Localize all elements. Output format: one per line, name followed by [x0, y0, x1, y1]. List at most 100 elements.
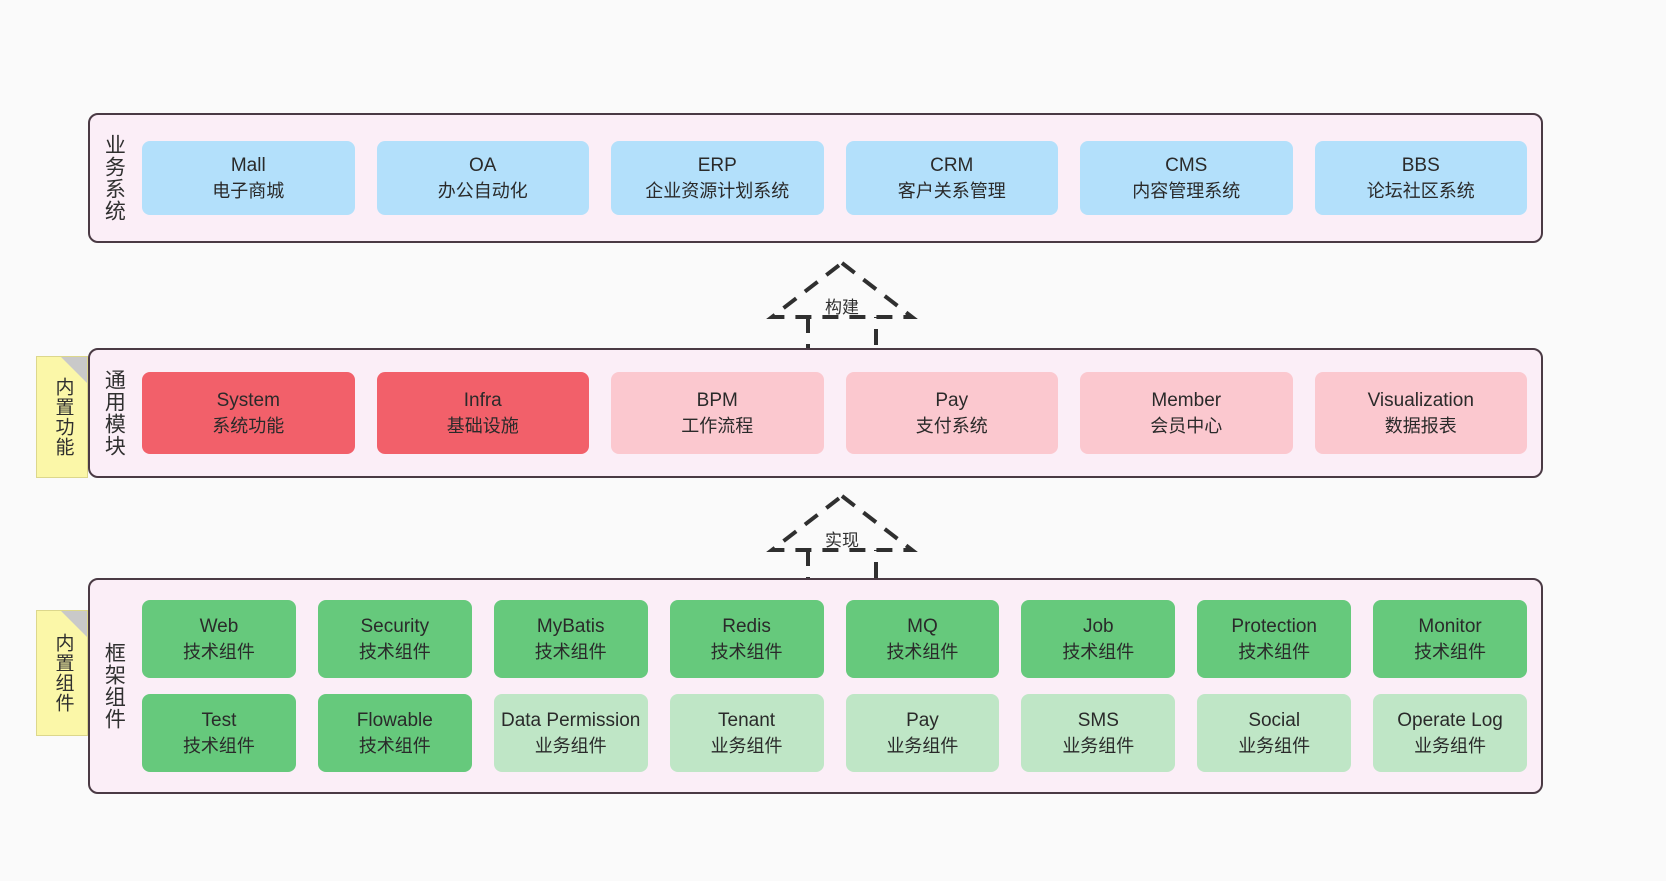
layer-common-module: 通用模块 System 系统功能 Infra 基础设施 BPM 工作流程 Pay… [88, 348, 1543, 478]
card-mq[interactable]: MQ 技术组件 [845, 600, 1000, 678]
card-member[interactable]: Member 会员中心 [1080, 372, 1293, 454]
card-pay[interactable]: Pay 支付系统 [845, 372, 1058, 454]
card-title: Security [360, 616, 430, 638]
card-data-permission[interactable]: Data Permission 业务组件 [493, 694, 648, 772]
card-mall[interactable]: Mall 电子商城 [142, 141, 355, 215]
connector-label: 构建 [825, 298, 859, 317]
connector-label: 实现 [825, 531, 859, 550]
card-title: Visualization [1367, 390, 1474, 412]
card-subtitle: 数据报表 [1384, 415, 1457, 436]
card-title: Operate Log [1397, 710, 1503, 732]
card-title: Test [201, 710, 237, 732]
card-subtitle: 企业资源计划系统 [645, 180, 790, 201]
card-subtitle: 业务组件 [1062, 735, 1135, 756]
layer-title-framework-component: 框架组件 [102, 642, 126, 730]
card-subtitle: 办公自动化 [437, 180, 528, 201]
card-subtitle: 技术组件 [1238, 641, 1311, 662]
card-subtitle: 系统功能 [212, 415, 285, 436]
card-system[interactable]: System 系统功能 [142, 372, 355, 454]
card-subtitle: 技术组件 [182, 641, 255, 662]
card-visualization[interactable]: Visualization 数据报表 [1314, 372, 1527, 454]
connector-build: 构建 [752, 255, 932, 355]
card-subtitle: 技术组件 [1062, 641, 1135, 662]
card-monitor[interactable]: Monitor 技术组件 [1373, 600, 1527, 678]
card-social[interactable]: Social 业务组件 [1197, 694, 1352, 772]
card-cms[interactable]: CMS 内容管理系统 [1080, 141, 1293, 215]
layer-body-framework-component: Web 技术组件 Security 技术组件 MyBatis 技术组件 Redi… [136, 580, 1541, 792]
card-title: Web [199, 616, 239, 638]
connector-implement: 实现 [752, 488, 932, 588]
card-test[interactable]: Test 技术组件 [142, 694, 296, 772]
card-subtitle: 工作流程 [681, 415, 754, 436]
card-title: BPM [696, 390, 738, 412]
card-erp[interactable]: ERP 企业资源计划系统 [611, 141, 824, 215]
card-subtitle: 业务组件 [710, 735, 783, 756]
card-title: Job [1082, 616, 1114, 638]
card-title: ERP [697, 155, 737, 177]
card-title: Member [1151, 390, 1222, 412]
card-subtitle: 技术组件 [1414, 641, 1487, 662]
card-title: Flowable [356, 710, 433, 732]
card-flowable[interactable]: Flowable 技术组件 [317, 694, 472, 772]
card-subtitle: 技术组件 [710, 641, 783, 662]
card-row: Mall 电子商城 OA 办公自动化 ERP 企业资源计划系统 CRM 客户关系… [142, 141, 1527, 215]
card-subtitle: 业务组件 [886, 735, 959, 756]
card-subtitle: 客户关系管理 [897, 180, 1006, 201]
card-subtitle: 论坛社区系统 [1366, 180, 1475, 201]
card-web[interactable]: Web 技术组件 [142, 600, 296, 678]
card-subtitle: 技术组件 [358, 735, 431, 756]
card-redis[interactable]: Redis 技术组件 [669, 600, 824, 678]
layer-body-common-module: System 系统功能 Infra 基础设施 BPM 工作流程 Pay 支付系统… [136, 350, 1541, 476]
card-subtitle: 技术组件 [886, 641, 959, 662]
card-pay-business[interactable]: Pay 业务组件 [845, 694, 1000, 772]
card-title: SMS [1077, 710, 1119, 732]
card-subtitle: 业务组件 [534, 735, 607, 756]
card-row: System 系统功能 Infra 基础设施 BPM 工作流程 Pay 支付系统… [142, 372, 1527, 454]
card-tenant[interactable]: Tenant 业务组件 [669, 694, 824, 772]
card-subtitle: 基础设施 [446, 415, 519, 436]
card-subtitle: 业务组件 [1238, 735, 1311, 756]
card-title: Mall [230, 155, 266, 177]
card-crm[interactable]: CRM 客户关系管理 [845, 141, 1058, 215]
card-subtitle: 技术组件 [182, 735, 255, 756]
card-title: Data Permission [500, 710, 641, 732]
card-subtitle: 技术组件 [358, 641, 431, 662]
card-subtitle: 技术组件 [534, 641, 607, 662]
card-title: MQ [907, 616, 938, 638]
note-builtin-component: 内置组件 [36, 610, 88, 736]
card-title: Pay [906, 710, 939, 732]
card-title: MyBatis [536, 616, 605, 638]
layer-title-common-module: 通用模块 [102, 369, 126, 457]
card-title: System [216, 390, 280, 412]
card-subtitle: 业务组件 [1414, 735, 1487, 756]
card-protection[interactable]: Protection 技术组件 [1197, 600, 1352, 678]
card-title: BBS [1401, 155, 1440, 177]
card-title: Pay [935, 390, 969, 412]
note-label: 内置组件 [52, 633, 74, 713]
card-operate-log[interactable]: Operate Log 业务组件 [1373, 694, 1527, 772]
card-subtitle: 会员中心 [1150, 415, 1223, 436]
note-label: 内置功能 [52, 377, 74, 457]
card-title: OA [469, 155, 497, 177]
card-oa[interactable]: OA 办公自动化 [376, 141, 589, 215]
layer-framework-component: 框架组件 Web 技术组件 Security 技术组件 MyBatis 技术组件… [88, 578, 1543, 794]
layer-title-business-system: 业务系统 [102, 134, 126, 222]
card-title: Infra [463, 390, 502, 412]
card-subtitle: 电子商城 [212, 180, 285, 201]
card-row: Web 技术组件 Security 技术组件 MyBatis 技术组件 Redi… [142, 600, 1527, 678]
card-title: CMS [1165, 155, 1208, 177]
card-sms[interactable]: SMS 业务组件 [1021, 694, 1176, 772]
card-security[interactable]: Security 技术组件 [317, 600, 472, 678]
card-job[interactable]: Job 技术组件 [1021, 600, 1176, 678]
card-title: CRM [930, 155, 974, 177]
card-bpm[interactable]: BPM 工作流程 [611, 372, 824, 454]
card-subtitle: 内容管理系统 [1132, 180, 1241, 201]
note-builtin-function: 内置功能 [36, 356, 88, 478]
card-infra[interactable]: Infra 基础设施 [376, 372, 589, 454]
card-title: Social [1248, 710, 1301, 732]
layer-business-system: 业务系统 Mall 电子商城 OA 办公自动化 ERP 企业资源计划系统 CRM… [88, 113, 1543, 243]
card-bbs[interactable]: BBS 论坛社区系统 [1314, 141, 1527, 215]
card-row: Test 技术组件 Flowable 技术组件 Data Permission … [142, 694, 1527, 772]
card-mybatis[interactable]: MyBatis 技术组件 [493, 600, 648, 678]
